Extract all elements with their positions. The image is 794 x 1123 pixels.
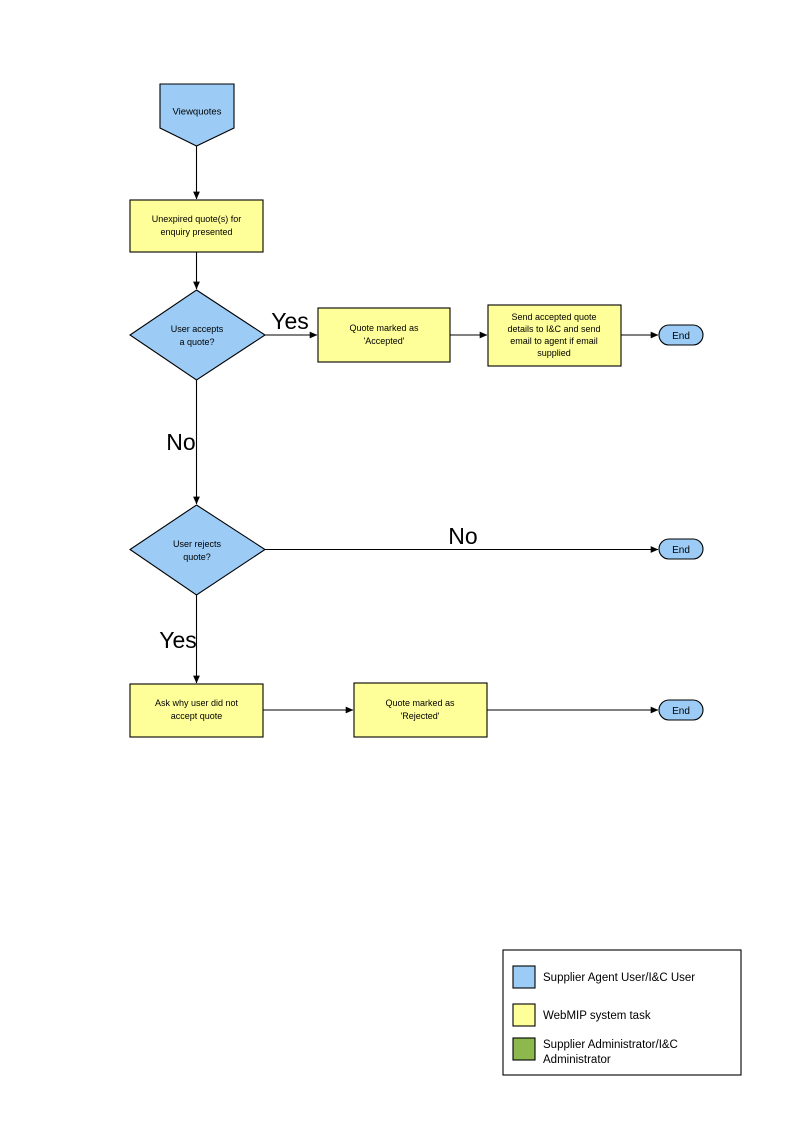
node-decision-user-accepts[interactable]: User accepts a quote? (129, 289, 267, 381)
node-quote-marked-rejected[interactable]: Quote marked as 'Rejected' (353, 682, 488, 738)
node-end2-label: End (672, 545, 690, 556)
legend-swatch-admin-role (512, 1037, 536, 1061)
node-end1-label: End (672, 331, 690, 342)
decision-diamond (129, 289, 267, 381)
node-send-details-line2: details to I&C and send (507, 324, 600, 334)
branch-labels: Yes No No Yes (159, 308, 477, 653)
process-box (129, 199, 264, 253)
process-box (317, 307, 451, 363)
legend-label-admin-role-line2: Administrator (543, 1054, 611, 1066)
node-start-viewquotes[interactable]: Viewquotes (159, 83, 235, 147)
node-send-details-line4: supplied (537, 348, 571, 358)
legend-label-admin-role-line1: Supplier Administrator/I&C (543, 1039, 678, 1051)
node-rejects-line1: User rejects (173, 539, 222, 549)
connectors (193, 146, 659, 714)
node-send-accepted-quote-details[interactable]: Send accepted quote details to I&C and s… (487, 304, 622, 367)
node-send-details-line1: Send accepted quote (511, 312, 596, 322)
decision-diamond (129, 504, 267, 596)
node-ask-why-not-accepted[interactable]: Ask why user did not accept quote (129, 683, 264, 738)
node-rejects-line2: quote? (183, 552, 211, 562)
legend-swatch-user-role (512, 965, 536, 989)
node-ask-why-line2: accept quote (171, 711, 223, 721)
node-end3-label: End (672, 706, 690, 717)
pennant-shape (159, 83, 235, 147)
node-quote-marked-accepted[interactable]: Quote marked as 'Accepted' (317, 307, 451, 363)
node-end-accepted[interactable]: End (658, 324, 704, 346)
node-marked-rejected-line2: 'Rejected' (401, 711, 440, 721)
legend: Supplier Agent User/I&C User WebMIP syst… (502, 949, 742, 1076)
branch-label-yes-accept: Yes (271, 308, 309, 334)
node-accepts-line1: User accepts (171, 324, 224, 334)
node-end-no-reject[interactable]: End (658, 538, 704, 560)
branch-label-no-accept: No (166, 429, 195, 455)
terminator-shape (658, 538, 704, 560)
legend-border (502, 949, 742, 1076)
legend-swatch-system-task (512, 1003, 536, 1027)
process-box (129, 683, 264, 738)
node-unexpired-quotes[interactable]: Unexpired quote(s) for enquiry presented (129, 199, 264, 253)
process-box (487, 304, 622, 367)
node-ask-why-line1: Ask why user did not (155, 698, 239, 708)
process-box (353, 682, 488, 738)
node-marked-accepted-line1: Quote marked as (349, 323, 419, 333)
node-accepts-line2: a quote? (179, 337, 214, 347)
node-marked-rejected-line1: Quote marked as (385, 698, 455, 708)
node-end-rejected[interactable]: End (658, 699, 704, 721)
node-decision-user-rejects[interactable]: User rejects quote? (129, 504, 267, 596)
node-unexpired-line2: enquiry presented (160, 227, 232, 237)
node-marked-accepted-line2: 'Accepted' (364, 336, 405, 346)
node-send-details-line3: email to agent if email (510, 336, 598, 346)
legend-label-user-role: Supplier Agent User/I&C User (543, 972, 695, 984)
terminator-shape (658, 699, 704, 721)
terminator-shape (658, 324, 704, 346)
node-unexpired-line1: Unexpired quote(s) for (152, 214, 242, 224)
branch-label-yes-reject: Yes (159, 627, 197, 653)
node-start-label: Viewquotes (173, 107, 222, 118)
branch-label-no-reject: No (448, 523, 477, 549)
legend-label-system-task: WebMIP system task (543, 1010, 651, 1022)
